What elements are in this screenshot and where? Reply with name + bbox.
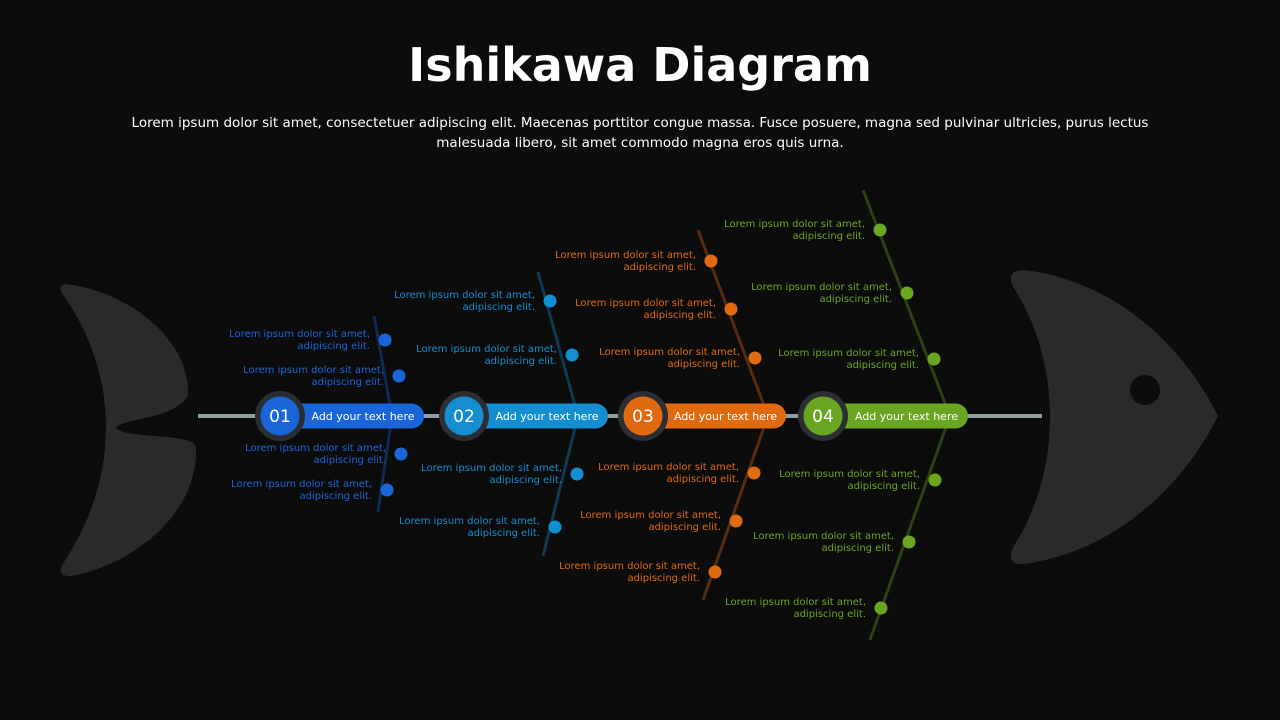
- bottom-cause-dot: [902, 535, 916, 549]
- fish-head-shape: [1010, 270, 1218, 565]
- top-cause-label: Lorem ipsum dolor sit amet,adipiscing el…: [229, 329, 370, 352]
- top-cause-dot: [873, 223, 887, 237]
- bottom-cause-label: Lorem ipsum dolor sit amet,adipiscing el…: [753, 531, 894, 554]
- bottom-cause-dot: [874, 601, 888, 615]
- category-label: Add your text here: [855, 410, 958, 423]
- top-cause-dot: [927, 352, 941, 366]
- top-cause-dot: [748, 351, 762, 365]
- top-cause-label: Lorem ipsum dolor sit amet,adipiscing el…: [778, 348, 919, 371]
- category-number: 02: [453, 407, 475, 427]
- bottom-cause-dot: [548, 520, 562, 534]
- bottom-cause-label: Lorem ipsum dolor sit amet,adipiscing el…: [598, 462, 739, 485]
- bottom-cause-label: Lorem ipsum dolor sit amet,adipiscing el…: [779, 469, 920, 492]
- category-label-pill: [823, 403, 968, 429]
- top-cause-dot: [565, 348, 579, 362]
- bottom-cause-label: Lorem ipsum dolor sit amet,adipiscing el…: [245, 443, 386, 466]
- category-number: 01: [269, 407, 291, 427]
- bottom-cause-dot: [708, 565, 722, 579]
- top-cause-label: Lorem ipsum dolor sit amet,adipiscing el…: [575, 298, 716, 321]
- number-badge: [803, 396, 843, 436]
- bottom-cause-label: Lorem ipsum dolor sit amet,adipiscing el…: [399, 516, 540, 539]
- category-label-pill: [643, 403, 786, 429]
- category-label-pill: [280, 403, 424, 429]
- top-cause-label: Lorem ipsum dolor sit amet,adipiscing el…: [599, 347, 740, 370]
- top-cause-label: Lorem ipsum dolor sit amet,adipiscing el…: [751, 282, 892, 305]
- top-cause-dot: [704, 254, 718, 268]
- category-number: 03: [632, 407, 654, 427]
- number-badge: [623, 396, 663, 436]
- page-title: Ishikawa Diagram: [408, 38, 872, 92]
- category-label: Add your text here: [495, 410, 598, 423]
- category-03: Lorem ipsum dolor sit amet,adipiscing el…: [555, 229, 786, 601]
- fish-tail-shape: [60, 284, 197, 577]
- page-subtitle: Lorem ipsum dolor sit amet, consectetuer…: [131, 115, 1149, 151]
- top-cause-label: Lorem ipsum dolor sit amet,adipiscing el…: [555, 250, 696, 273]
- category-02: Lorem ipsum dolor sit amet,adipiscing el…: [394, 271, 608, 557]
- bottom-cause-dot: [570, 467, 584, 481]
- number-badge: [444, 396, 484, 436]
- top-cause-dot: [378, 333, 392, 347]
- bottom-cause-dot: [729, 514, 743, 528]
- category-number: 04: [812, 407, 834, 427]
- category-04: Lorem ipsum dolor sit amet,adipiscing el…: [724, 189, 968, 641]
- category-01: Lorem ipsum dolor sit amet,adipiscing el…: [229, 315, 424, 513]
- bottom-cause-dot: [380, 483, 394, 497]
- top-cause-dot: [724, 302, 738, 316]
- top-cause-dot: [392, 369, 406, 383]
- category-label-pill: [464, 403, 608, 429]
- bottom-cause-label: Lorem ipsum dolor sit amet,adipiscing el…: [559, 561, 700, 584]
- bottom-cause-dot: [394, 447, 408, 461]
- top-cause-label: Lorem ipsum dolor sit amet,adipiscing el…: [394, 290, 535, 313]
- number-badge: [260, 396, 300, 436]
- bottom-cause-label: Lorem ipsum dolor sit amet,adipiscing el…: [421, 463, 562, 486]
- bottom-cause-dot: [747, 466, 761, 480]
- bottom-cause-label: Lorem ipsum dolor sit amet,adipiscing el…: [231, 479, 372, 502]
- top-cause-dot: [543, 294, 557, 308]
- fish-eye: [1130, 375, 1160, 405]
- top-cause-label: Lorem ipsum dolor sit amet,adipiscing el…: [243, 365, 384, 388]
- category-label: Add your text here: [311, 410, 414, 423]
- top-cause-label: Lorem ipsum dolor sit amet,adipiscing el…: [724, 219, 865, 242]
- category-label: Add your text here: [674, 410, 777, 423]
- top-cause-dot: [900, 286, 914, 300]
- bottom-cause-label: Lorem ipsum dolor sit amet,adipiscing el…: [580, 510, 721, 533]
- top-cause-label: Lorem ipsum dolor sit amet,adipiscing el…: [416, 344, 557, 367]
- bottom-cause-label: Lorem ipsum dolor sit amet,adipiscing el…: [725, 597, 866, 620]
- bottom-cause-dot: [928, 473, 942, 487]
